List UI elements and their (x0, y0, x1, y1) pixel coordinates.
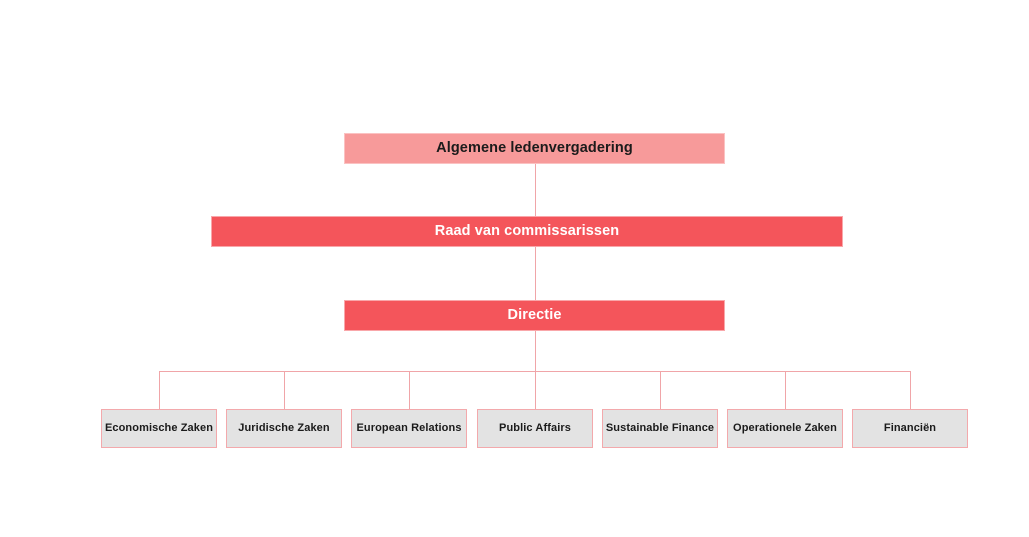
connector-drop-european-relations (409, 371, 410, 409)
connector-ledenvergadering-to-raad (535, 164, 536, 216)
connector-raad-to-directie (535, 247, 536, 300)
node-economische-zaken[interactable]: Economische Zaken (101, 409, 217, 448)
node-operationele-zaken[interactable]: Operationele Zaken (727, 409, 843, 448)
connector-drop-public-affairs (535, 371, 536, 409)
connector-drop-operationele-zaken (785, 371, 786, 409)
node-raad-van-commissarissen[interactable]: Raad van commissarissen (211, 216, 843, 247)
node-juridische-zaken[interactable]: Juridische Zaken (226, 409, 342, 448)
connector-drop-economische-zaken (159, 371, 160, 409)
node-sustainable-finance[interactable]: Sustainable Finance (602, 409, 718, 448)
connector-drop-juridische-zaken (284, 371, 285, 409)
connector-directie-to-bus (535, 331, 536, 371)
node-european-relations[interactable]: European Relations (351, 409, 467, 448)
node-directie[interactable]: Directie (344, 300, 725, 331)
node-algemene-ledenvergadering[interactable]: Algemene ledenvergadering (344, 133, 725, 164)
connector-horizontal-bus (159, 371, 910, 372)
node-financien[interactable]: Financiën (852, 409, 968, 448)
connector-drop-financien (910, 371, 911, 409)
connector-drop-sustainable-finance (660, 371, 661, 409)
node-public-affairs[interactable]: Public Affairs (477, 409, 593, 448)
